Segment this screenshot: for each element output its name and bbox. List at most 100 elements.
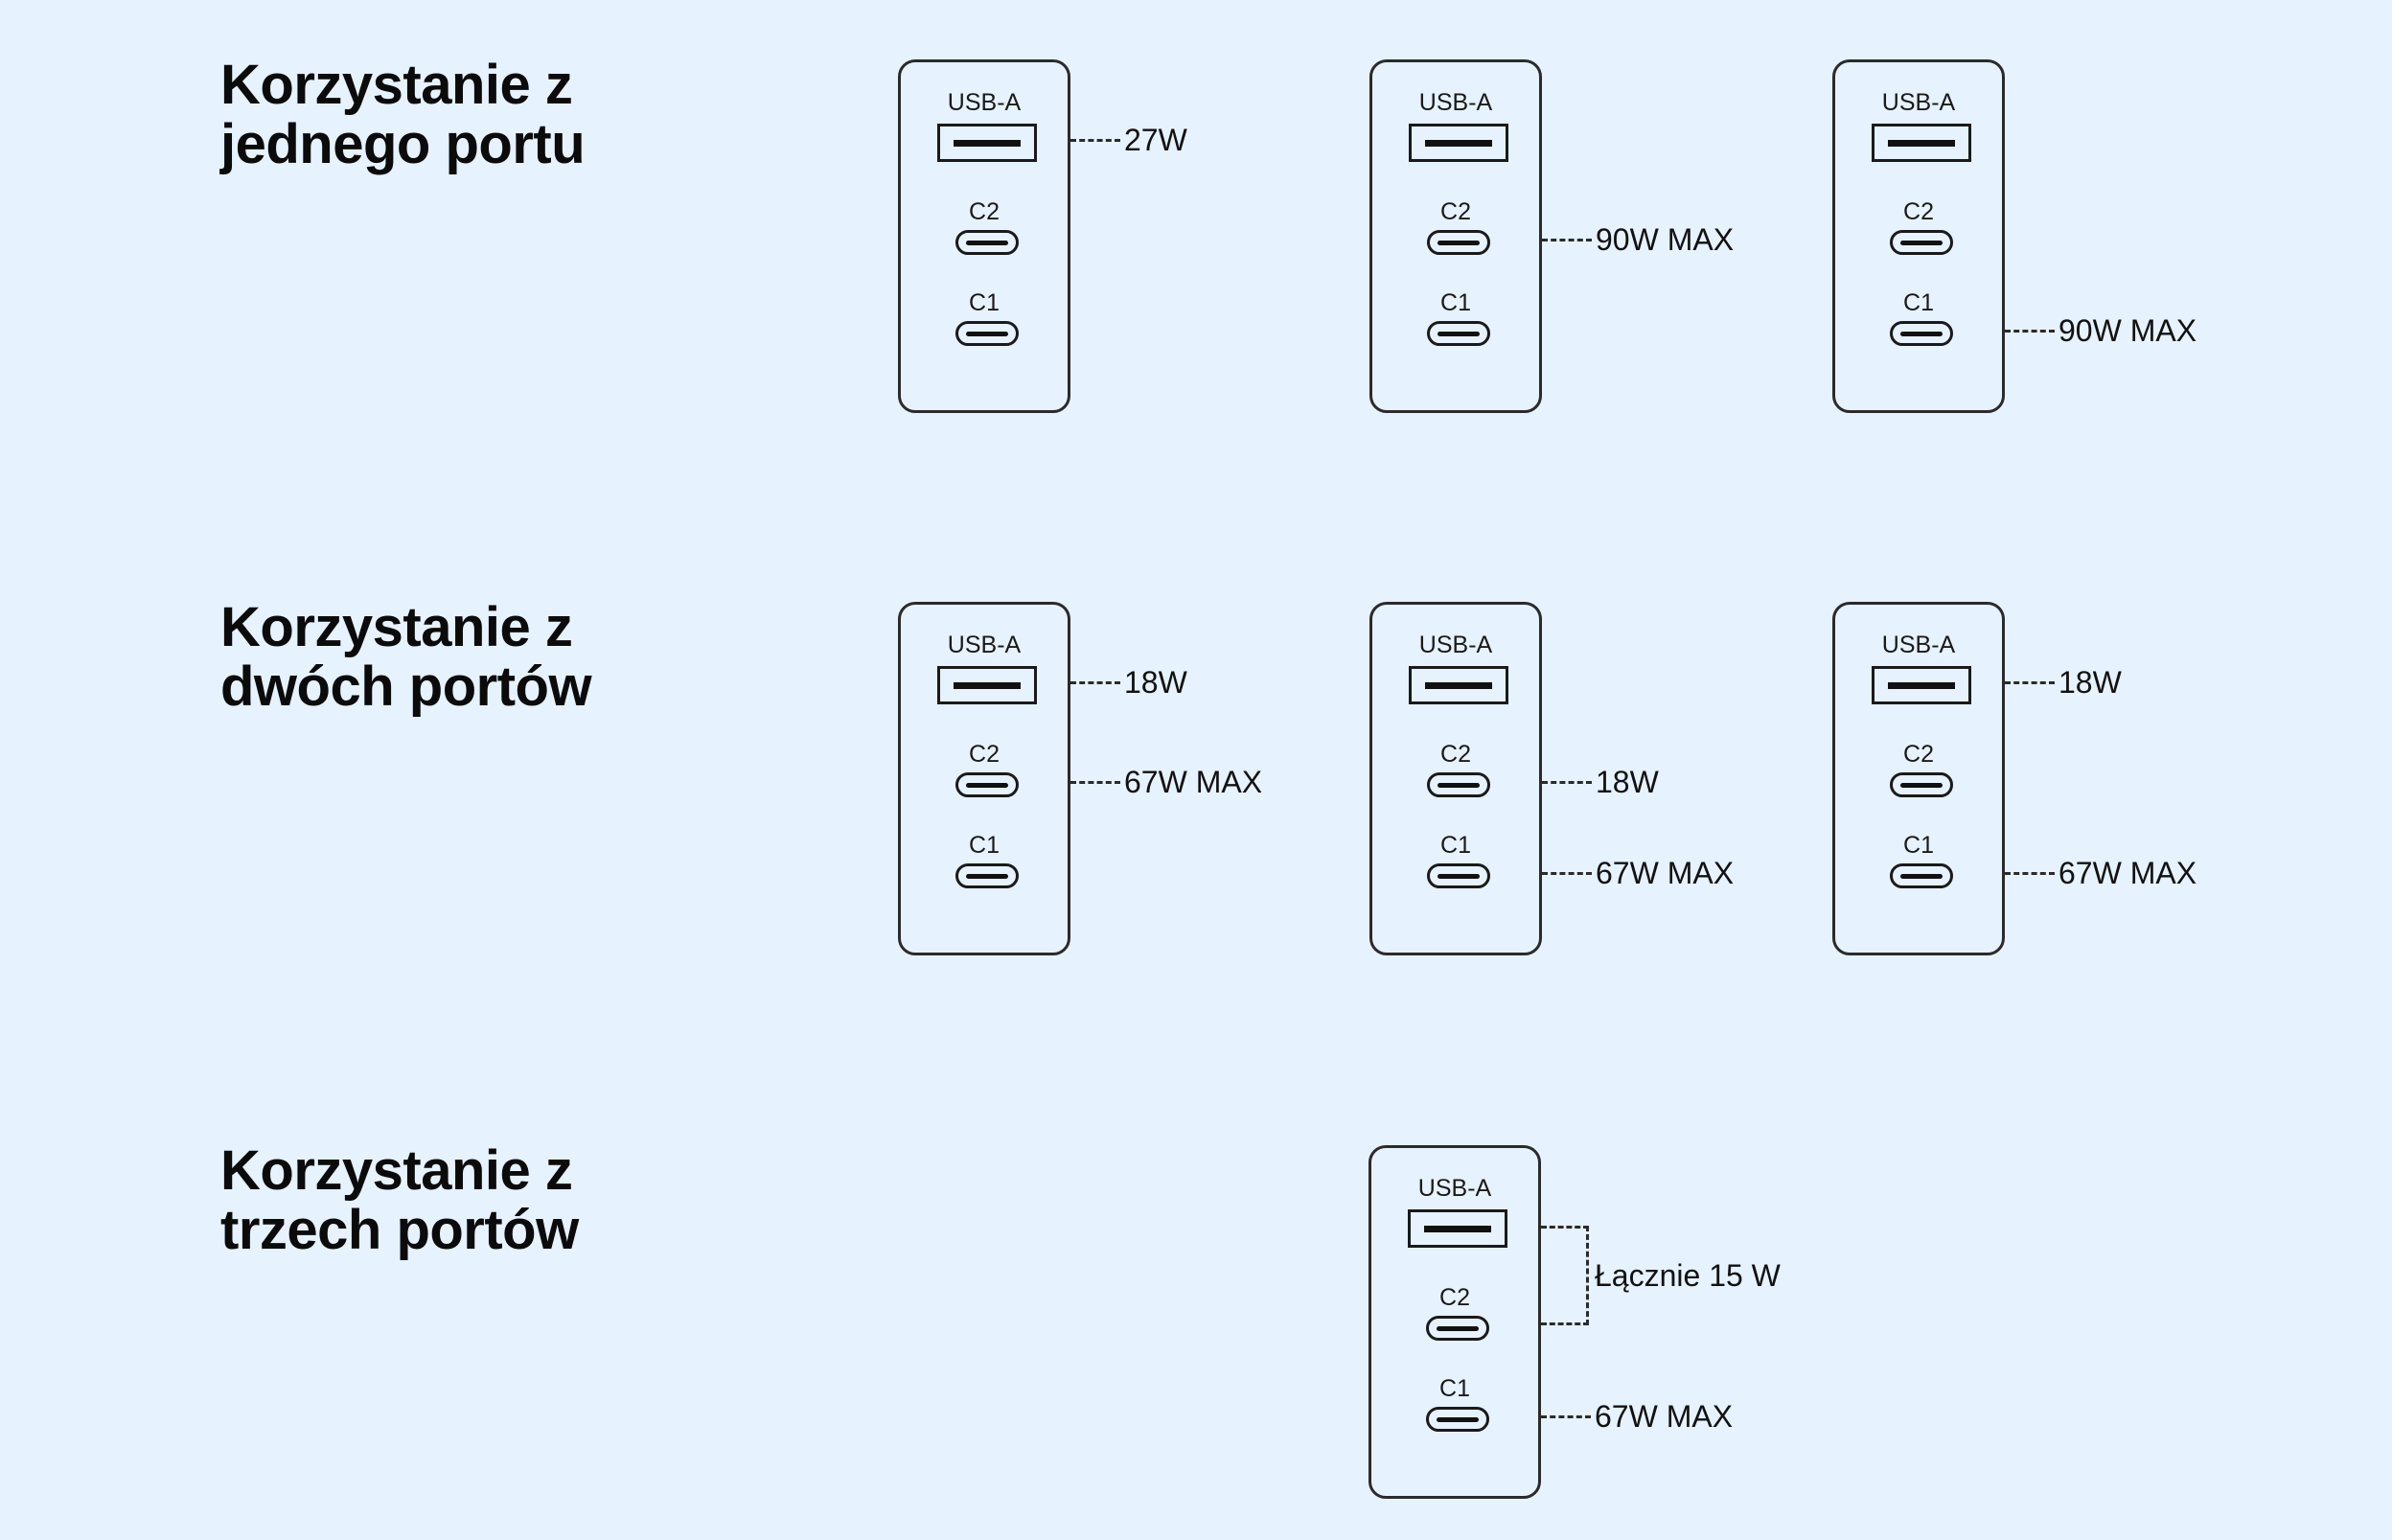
leader-line — [1542, 871, 1592, 875]
leader-line — [1542, 238, 1592, 241]
usb-a-label: USB-A — [947, 89, 1022, 116]
power-value: 67W MAX — [2058, 856, 2197, 890]
c1-label: C1 — [969, 832, 1000, 859]
usb-a-tongue — [1888, 140, 1955, 147]
usb-c-port-icon-c2 — [1427, 772, 1490, 797]
power-value: 67W MAX — [1596, 856, 1735, 890]
usb-c-tongue — [1438, 874, 1480, 879]
usb-c-port-icon-c2 — [1427, 230, 1490, 255]
section-title-line: dwóch portów — [220, 655, 592, 718]
c2-label: C2 — [1440, 198, 1471, 225]
power-output-usb-a: 27W — [1070, 123, 1187, 157]
power-output-c1: 90W MAX — [2005, 313, 2197, 348]
usb-a-port-icon — [1409, 124, 1508, 162]
power-value: 67W MAX — [1124, 765, 1263, 799]
c2-label: C2 — [969, 198, 1000, 225]
power-value: 18W — [1124, 665, 1187, 700]
leader-line — [1541, 1414, 1591, 1418]
power-output-c1: 67W MAX — [1541, 1399, 1734, 1434]
usb-c-port-icon-c2 — [955, 772, 1019, 797]
power-output-usb-a: 18W — [1070, 665, 1187, 700]
usb-c-tongue — [1437, 1326, 1479, 1331]
usb-c-port-icon-c1 — [1890, 321, 1953, 346]
c2-label: C2 — [1440, 741, 1471, 768]
power-value: 67W MAX — [1595, 1399, 1734, 1434]
section-title-line: trzech portów — [220, 1199, 579, 1261]
power-output-c2: 67W MAX — [1070, 765, 1263, 799]
usb-c-tongue — [966, 241, 1008, 245]
power-output-c1: 67W MAX — [1542, 856, 1735, 890]
usb-c-port-icon-c1 — [955, 321, 1019, 346]
combined-power-label: Łącznie 15 W — [1595, 1258, 1781, 1293]
usb-a-label: USB-A — [1417, 1175, 1492, 1202]
leader-line — [2005, 871, 2055, 875]
leader-line — [1070, 780, 1120, 784]
usb-a-port-icon — [937, 124, 1037, 162]
section-title-line: jednego portu — [220, 113, 586, 175]
usb-c-tongue — [1438, 332, 1480, 336]
usb-c-tongue — [966, 332, 1008, 336]
power-output-c1: 67W MAX — [2005, 856, 2197, 890]
c1-label: C1 — [1439, 1375, 1470, 1402]
usb-a-label: USB-A — [947, 632, 1022, 658]
c2-label: C2 — [1903, 741, 1934, 768]
usb-c-tongue — [1437, 1417, 1479, 1422]
power-value: 90W MAX — [2058, 313, 2197, 348]
usb-c-tongue — [1900, 241, 1943, 245]
leader-line — [1070, 680, 1120, 684]
usb-c-port-icon-c2 — [1890, 772, 1953, 797]
section-title-line: Korzystanie z — [220, 54, 573, 116]
usb-a-tongue — [954, 682, 1021, 689]
usb-c-tongue — [1438, 783, 1480, 788]
usb-a-port-icon — [1872, 666, 1971, 704]
usb-c-port-icon-c2 — [1426, 1316, 1489, 1341]
power-value: 27W — [1124, 123, 1187, 157]
power-output-c2: 18W — [1542, 765, 1659, 799]
usb-c-tongue — [966, 783, 1008, 788]
leader-line — [1070, 138, 1120, 142]
c1-label: C1 — [1903, 289, 1934, 316]
usb-a-label: USB-A — [1881, 632, 1956, 658]
c2-label: C2 — [1903, 198, 1934, 225]
c1-label: C1 — [1903, 832, 1934, 859]
usb-c-port-icon-c1 — [1426, 1407, 1489, 1432]
power-value: 18W — [1596, 765, 1659, 799]
usb-a-tongue — [954, 140, 1021, 147]
section-title-line: Korzystanie z — [220, 596, 573, 658]
usb-c-port-icon-c1 — [1427, 863, 1490, 888]
c1-label: C1 — [1440, 289, 1471, 316]
leader-line — [2005, 680, 2055, 684]
c2-label: C2 — [969, 741, 1000, 768]
usb-c-port-icon-c1 — [1427, 321, 1490, 346]
usb-c-tongue — [1900, 332, 1943, 336]
usb-c-tongue — [1900, 874, 1943, 879]
usb-c-port-icon-c1 — [1890, 863, 1953, 888]
c1-label: C1 — [1440, 832, 1471, 859]
usb-a-port-icon — [1409, 666, 1508, 704]
power-value: 18W — [2058, 665, 2122, 700]
power-output-usb-a: 18W — [2005, 665, 2122, 700]
usb-c-tongue — [1900, 783, 1943, 788]
usb-c-tongue — [966, 874, 1008, 879]
usb-a-port-icon — [937, 666, 1037, 704]
c2-label: C2 — [1439, 1284, 1470, 1311]
usb-c-port-icon-c1 — [955, 863, 1019, 888]
usb-a-tongue — [1888, 682, 1955, 689]
usb-c-port-icon-c2 — [1890, 230, 1953, 255]
usb-c-tongue — [1438, 241, 1480, 245]
section-title-line: Korzystanie z — [220, 1139, 573, 1202]
usb-a-label: USB-A — [1881, 89, 1956, 116]
usb-a-port-icon — [1872, 124, 1971, 162]
combined-bracket — [1541, 1226, 1589, 1325]
usb-a-tongue — [1424, 1226, 1491, 1232]
